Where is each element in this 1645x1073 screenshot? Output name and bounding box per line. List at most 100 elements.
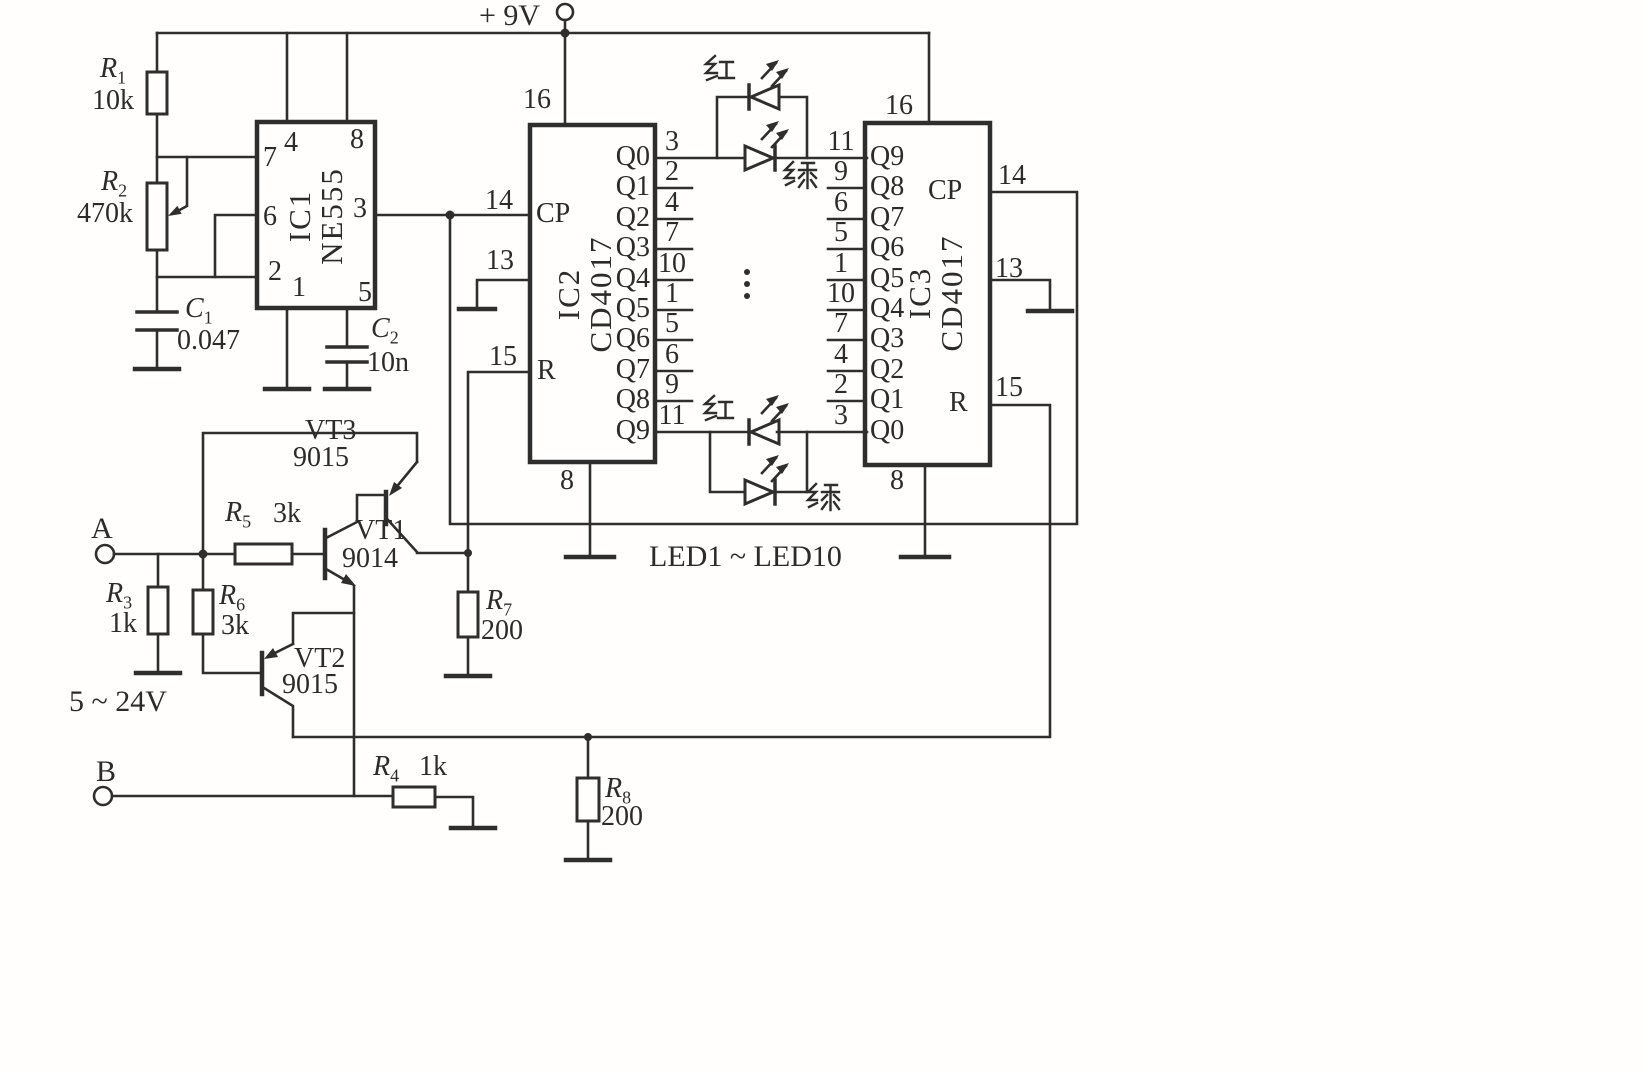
r8-ref: R8 — [605, 774, 631, 807]
ic2-q7-pin: 6 — [665, 339, 679, 370]
ic3-q1-label: Q1 — [870, 384, 905, 415]
ref-sub: 4 — [390, 765, 400, 786]
led-ellipsis-icon — [744, 269, 750, 299]
ic2-en-pin: 13 — [486, 245, 514, 276]
resistor-r1 — [145, 70, 169, 185]
wire-pin6 — [213, 213, 259, 279]
ic3-q3-label: Q3 — [870, 323, 905, 354]
wire-pin13 — [475, 278, 532, 310]
ref-sub: 7 — [503, 599, 513, 620]
wire — [201, 632, 263, 675]
resistor-r6-body — [191, 588, 215, 636]
arrow-head-icon — [766, 395, 779, 406]
led-pair-bottom — [708, 395, 809, 507]
ic2-reset-label: R — [537, 355, 556, 386]
r7-value: 200 — [481, 615, 523, 646]
emitter-arrow-icon — [341, 574, 356, 586]
r7-ref: R7 — [486, 585, 512, 619]
terminal-b-label: B — [96, 755, 117, 788]
ic2-q6-pin: 5 — [665, 308, 679, 339]
resistor-r8 — [563, 733, 613, 863]
ic2-q2-label: Q2 — [615, 202, 650, 233]
r3-ref: R3 — [106, 579, 132, 612]
led-bracket — [708, 430, 809, 494]
ic3-cd4017 — [826, 120, 1075, 560]
wiper-wire — [172, 155, 189, 215]
silk-radical — [702, 54, 719, 82]
r5-ref: R5 — [225, 497, 251, 531]
ic1-pin7: 7 — [263, 142, 277, 173]
arrow-head-icon — [766, 455, 779, 466]
vt2-ref: VT2 — [294, 643, 346, 674]
ic3-q8-pin: 9 — [834, 156, 848, 187]
capacitor-c1 — [132, 310, 182, 372]
resistor-body — [456, 590, 480, 639]
ref-text: R — [486, 585, 504, 616]
ref-text: R — [219, 580, 237, 611]
ic3-reset-pin: 15 — [995, 372, 1023, 403]
r6-value: 3k — [221, 610, 249, 641]
dot — [744, 281, 750, 287]
wire-to-vt3 — [201, 431, 419, 556]
terminal-a-icon — [94, 543, 116, 565]
silk-radical — [805, 482, 819, 509]
ic3-q4-pin: 10 — [827, 278, 855, 309]
wire-pin15 — [466, 370, 532, 594]
ic3-cp-label: CP — [928, 175, 963, 206]
ic3-q7-label: Q7 — [870, 202, 905, 233]
ic-body — [862, 120, 993, 468]
ic3-cp-pin: 14 — [998, 160, 1026, 191]
supply-terminal-icon — [555, 2, 575, 22]
resistor-r4-body — [391, 785, 437, 809]
junction-dot — [560, 28, 570, 38]
ic2-reset-pin: 15 — [489, 341, 517, 372]
ic2-cd4017 — [456, 122, 869, 594]
supply-voltage-label: + 9V — [479, 0, 541, 32]
led-red-icon — [747, 82, 781, 112]
ref-sub: 1 — [117, 67, 127, 88]
ic2-q8-pin: 9 — [665, 369, 679, 400]
arrow-head-icon — [766, 60, 779, 71]
terminal-b-icon — [92, 785, 114, 807]
ic2-q1-label: Q1 — [615, 171, 650, 202]
led-green-icon — [743, 477, 777, 507]
ic3-q2-pin: 4 — [834, 339, 848, 370]
dot — [744, 293, 750, 299]
ic3-pin16: 16 — [885, 90, 913, 121]
ic2-q7-label: Q7 — [615, 354, 650, 385]
ref-text: C — [371, 313, 390, 344]
transistor-vt2 — [259, 611, 356, 739]
potentiometer-r2 — [145, 155, 189, 314]
ic3-q4-label: Q4 — [870, 293, 905, 324]
arrow-head-icon — [766, 121, 779, 132]
ref-text: R — [101, 166, 119, 197]
ic-ref: IC1 — [282, 189, 317, 243]
ic3-q6-pin: 5 — [834, 217, 848, 248]
c2-ref: C2 — [371, 313, 399, 347]
resistor-body — [575, 776, 601, 823]
wire — [433, 795, 475, 829]
capacitor-c2 — [322, 345, 372, 392]
ref-sub: 8 — [622, 787, 632, 808]
r5-value: 3k — [273, 498, 301, 529]
ic2-q5-label: Q5 — [615, 293, 650, 324]
ic2-q3-pin: 7 — [665, 217, 679, 248]
cn-green-top-icon — [782, 160, 818, 190]
collector-wire — [386, 518, 419, 554]
ic1-pin4: 4 — [284, 127, 298, 158]
r1-ref: R1 — [100, 54, 126, 87]
ref-sub: 1 — [203, 307, 213, 328]
ic2-q4-pin: 10 — [658, 248, 686, 279]
ic2-q1-pin: 2 — [665, 156, 679, 187]
ic2-q0-pin: 3 — [665, 126, 679, 157]
led-green-icon — [743, 143, 777, 173]
gong-part — [716, 400, 735, 420]
vt1-ref: VT1 — [355, 515, 407, 546]
ic3-q0-label: Q0 — [870, 415, 905, 446]
resistor-body — [145, 181, 169, 252]
lu-part — [820, 483, 841, 512]
vt3-ref: VT3 — [305, 415, 357, 446]
resistor-r7 — [443, 590, 493, 679]
ic2-q8-label: Q8 — [615, 384, 650, 415]
ref-text: R — [225, 497, 243, 528]
